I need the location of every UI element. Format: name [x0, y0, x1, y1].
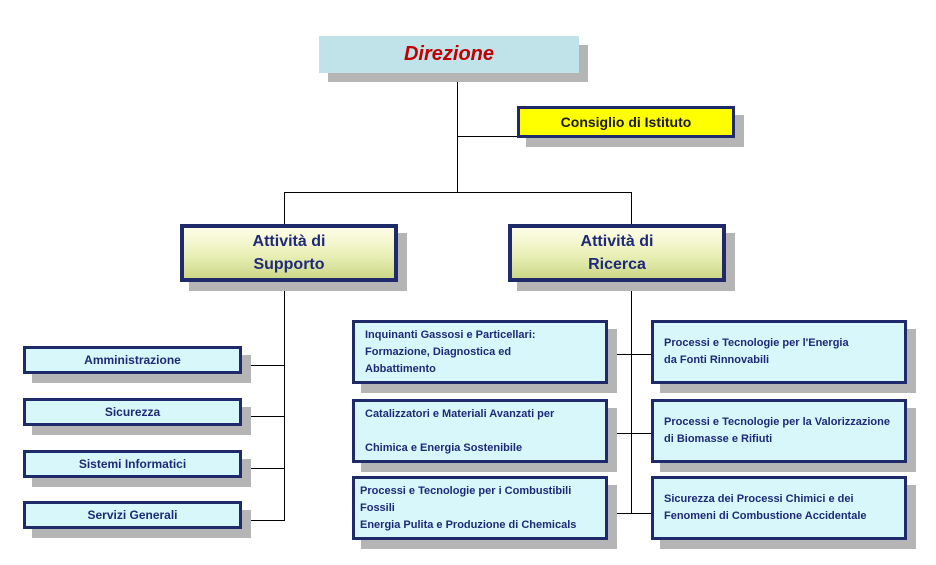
research-unit-biomasse-rifiuti: Processi e Tecnologie per la Valorizzazi…: [651, 399, 907, 463]
consiglio-label: Consiglio di Istituto: [560, 114, 692, 130]
support-unit-label: Sistemi Informatici: [78, 457, 187, 471]
consiglio-istituto-node: Consiglio di Istituto: [517, 106, 735, 138]
attivita-ricerca-node: Attività di Ricerca: [508, 224, 726, 282]
support-unit-sistemi-informatici: Sistemi Informatici: [23, 450, 242, 478]
support-unit-label: Sicurezza: [104, 405, 161, 419]
research-unit-label: Catalizzatori e Materiali Avanzati per C…: [365, 407, 555, 454]
ricerca-label: Attività di Ricerca: [580, 233, 654, 273]
research-unit-label: Processi e Tecnologie per la Valorizzazi…: [664, 416, 890, 445]
research-unit-fonti-rinnovabili: Processi e Tecnologie per l'Energia da F…: [651, 320, 907, 384]
support-unit-label: Servizi Generali: [87, 508, 178, 522]
research-unit-label: Inquinanti Gassosi e Particellari: Forma…: [365, 328, 536, 375]
direzione-label: Direzione: [403, 43, 495, 65]
support-unit-label: Amministrazione: [84, 353, 181, 367]
research-unit-sicurezza-processi: Sicurezza dei Processi Chimici e dei Fen…: [651, 476, 907, 540]
attivita-supporto-node: Attività di Supporto: [180, 224, 398, 282]
support-unit-amministrazione: Amministrazione: [23, 346, 242, 374]
research-unit-inquinanti: Inquinanti Gassosi e Particellari: Forma…: [352, 320, 608, 384]
research-unit-label: Sicurezza dei Processi Chimici e dei Fen…: [664, 493, 867, 522]
support-unit-sicurezza: Sicurezza: [23, 398, 242, 426]
research-unit-label: Processi e Tecnologie per l'Energia da F…: [664, 337, 849, 366]
research-unit-catalizzatori: Catalizzatori e Materiali Avanzati per C…: [352, 399, 608, 463]
direzione-node: Direzione: [319, 36, 579, 73]
research-unit-label: Processi e Tecnologie per i Combustibili…: [360, 484, 577, 531]
support-unit-servizi-generali: Servizi Generali: [23, 501, 242, 529]
supporto-label: Attività di Supporto: [252, 233, 326, 273]
research-unit-combustibili-fossili: Processi e Tecnologie per i Combustibili…: [352, 476, 608, 540]
